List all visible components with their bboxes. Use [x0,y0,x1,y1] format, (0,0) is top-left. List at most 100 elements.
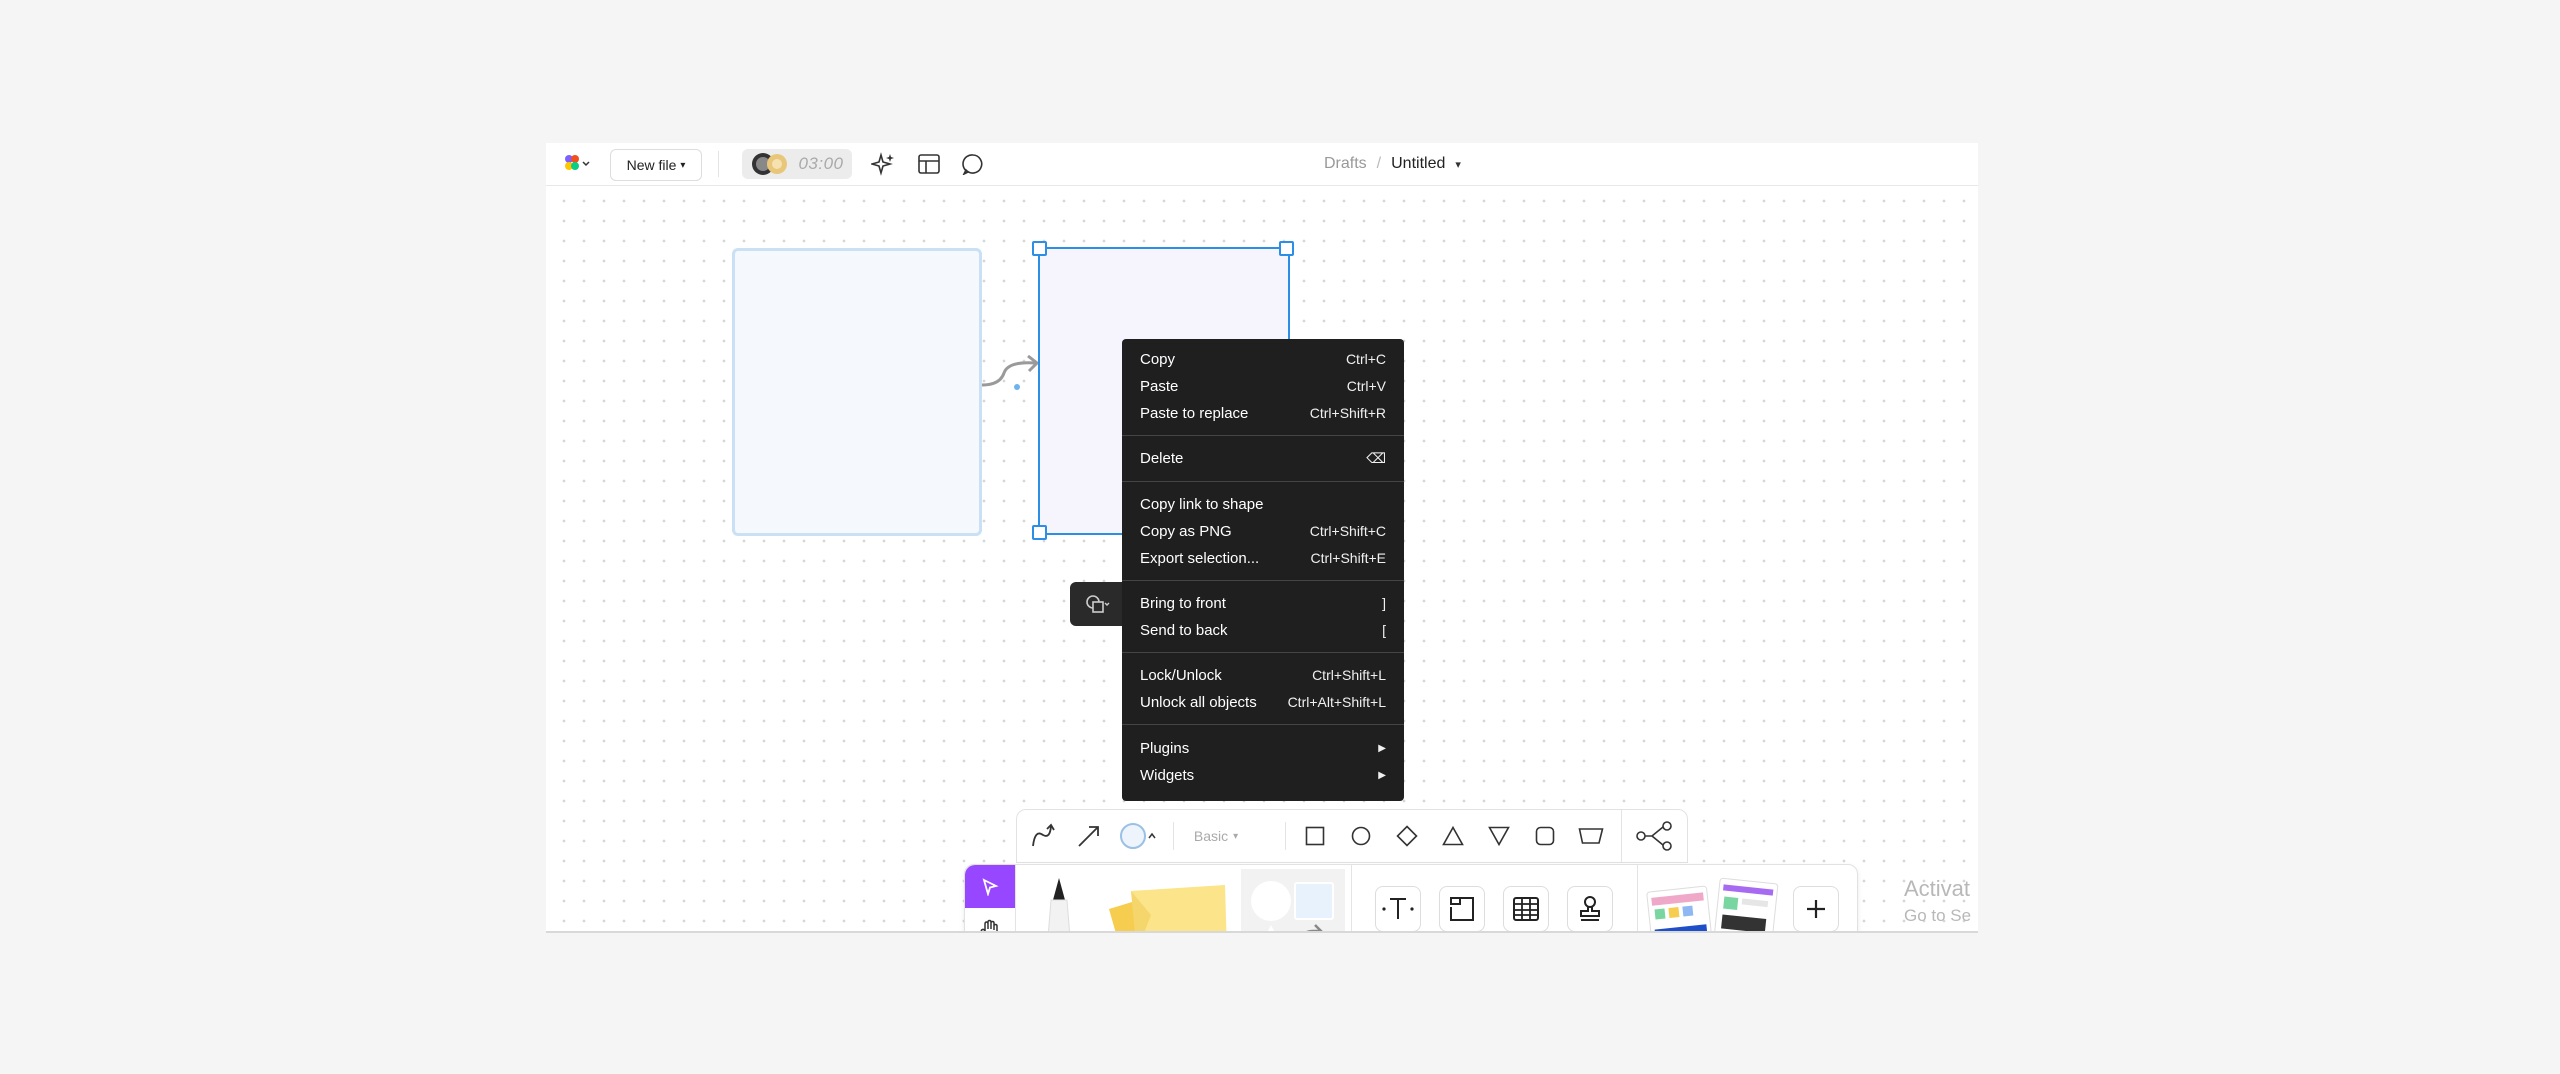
rectangle-icon [1305,826,1325,846]
ellipse-tool[interactable] [1343,818,1379,854]
resize-handle-top-right[interactable] [1279,241,1294,256]
menu-item-label: Bring to front [1140,594,1226,612]
resize-handle-top-left[interactable] [1032,241,1047,256]
rounded-rect-icon [1535,826,1555,846]
rounded-rect-tool[interactable] [1527,818,1563,854]
text-tool[interactable] [1375,886,1421,931]
activation-watermark-title: Activat [1904,876,1971,901]
new-file-label: New file [626,157,677,173]
timer-button[interactable]: 03:00 [742,149,852,179]
diamond-icon [1396,825,1418,847]
divider [1285,822,1286,850]
style-dropdown[interactable]: Basic ▾ [1181,818,1251,854]
menu-item-shortcut: [ [1382,622,1386,638]
callout-icon [1578,828,1604,844]
triangle-icon [1442,826,1464,846]
ai-button[interactable] [866,149,900,179]
timer-text: 03:00 [798,154,844,173]
menu-item-shortcut: Ctrl+Shift+L [1312,667,1386,683]
menu-item-label: Copy link to shape [1140,495,1264,513]
select-tool[interactable] [965,865,1015,908]
rectangle-tool[interactable] [1297,818,1333,854]
top-bar: New file ▾ 03:00 [546,143,1978,186]
template-thumbnails-icon [1646,877,1779,931]
submenu-arrow-icon: ▶ [1378,742,1386,754]
plus-icon [1807,900,1825,918]
sticky-note-tool[interactable] [1105,875,1235,931]
menu-separator [1122,580,1404,581]
triangle-tool[interactable] [1435,818,1471,854]
arrow-icon [1078,826,1099,847]
menu-item-label: Plugins [1140,739,1190,757]
menu-item-label: Unlock all objects [1140,693,1257,711]
templates-gallery[interactable] [1645,873,1781,931]
menu-item-bring-to-front[interactable]: Bring to front] [1140,591,1386,615]
text-icon [1382,898,1414,919]
table-tool[interactable] [1503,886,1549,931]
menu-item-label: Paste [1140,377,1179,395]
layout-icon [918,154,940,174]
more-tools-button[interactable] [1793,886,1839,931]
chevron-down-icon: ▾ [1233,830,1239,842]
templates-button[interactable] [912,149,946,179]
menu-item-delete[interactable]: Delete⌫ [1140,446,1386,470]
selection-toolbar[interactable] [1070,582,1124,626]
menu-item-shortcut: Ctrl+Alt+Shift+L [1287,694,1386,710]
callout-tool[interactable] [1573,818,1609,854]
menu-item-unlock-all[interactable]: Unlock all objects Ctrl+Alt+Shift+L [1140,690,1386,714]
divider [718,151,719,177]
frame-shape-1[interactable] [732,248,982,536]
ellipse-icon [1351,826,1371,846]
arrow-tool[interactable] [1071,818,1107,854]
chevron-down-icon[interactable]: ▾ [1455,158,1461,171]
section-tool[interactable] [1439,886,1485,931]
menu-item-shortcut: Ctrl+V [1346,378,1386,394]
main-toolbar [964,864,1858,931]
diagram-icon [1636,821,1672,851]
diamond-tool[interactable] [1389,818,1425,854]
divider [1351,865,1352,931]
divider [1015,865,1016,931]
new-file-button[interactable]: New file ▾ [610,149,702,181]
stamp-tool[interactable] [1567,886,1613,931]
shapes-tool[interactable] [1241,869,1345,931]
main-menu-button[interactable] [556,149,596,179]
menu-item-label: Widgets [1140,766,1195,784]
menu-item-label: Delete [1140,449,1184,467]
connector-tool[interactable] [1025,818,1061,854]
circle-fill-icon [1120,823,1156,849]
divider [1621,810,1622,862]
pen-tool[interactable] [1023,869,1095,931]
breadcrumb-separator: / [1376,155,1382,172]
hand-tool[interactable] [965,908,1015,931]
menu-item-plugins[interactable]: Plugins ▶ [1140,736,1386,760]
sparkle-icon [871,152,894,176]
submenu-arrow-icon: ▶ [1378,769,1386,781]
inverted-triangle-tool[interactable] [1481,818,1517,854]
menu-item-label: Send to back [1140,621,1228,639]
color-picker[interactable] [1117,818,1161,854]
diagram-tool[interactable] [1631,818,1677,854]
comment-button[interactable] [956,149,990,179]
divider [1637,865,1638,931]
menu-item-paste[interactable]: Paste Ctrl+V [1140,374,1386,398]
menu-item-export-selection[interactable]: Export selection...Ctrl+Shift+E [1140,546,1386,570]
menu-item-copy-link[interactable]: Copy link to shape [1140,492,1386,516]
figjam-window: New file ▾ 03:00 [546,143,1978,933]
menu-separator [1122,724,1404,725]
resize-handle-bottom-left[interactable] [1032,525,1047,540]
menu-item-label: Export selection... [1140,549,1260,567]
file-name[interactable]: Untitled [1391,155,1446,172]
menu-item-widgets[interactable]: Widgets ▶ [1140,763,1386,787]
menu-item-send-to-back[interactable]: Send to back [ [1140,618,1386,642]
connector-arrow[interactable] [980,355,1042,395]
breadcrumb-parent[interactable]: Drafts [1324,155,1367,172]
menu-item-shortcut: Ctrl+Shift+R [1309,405,1386,421]
table-icon [1513,897,1539,921]
